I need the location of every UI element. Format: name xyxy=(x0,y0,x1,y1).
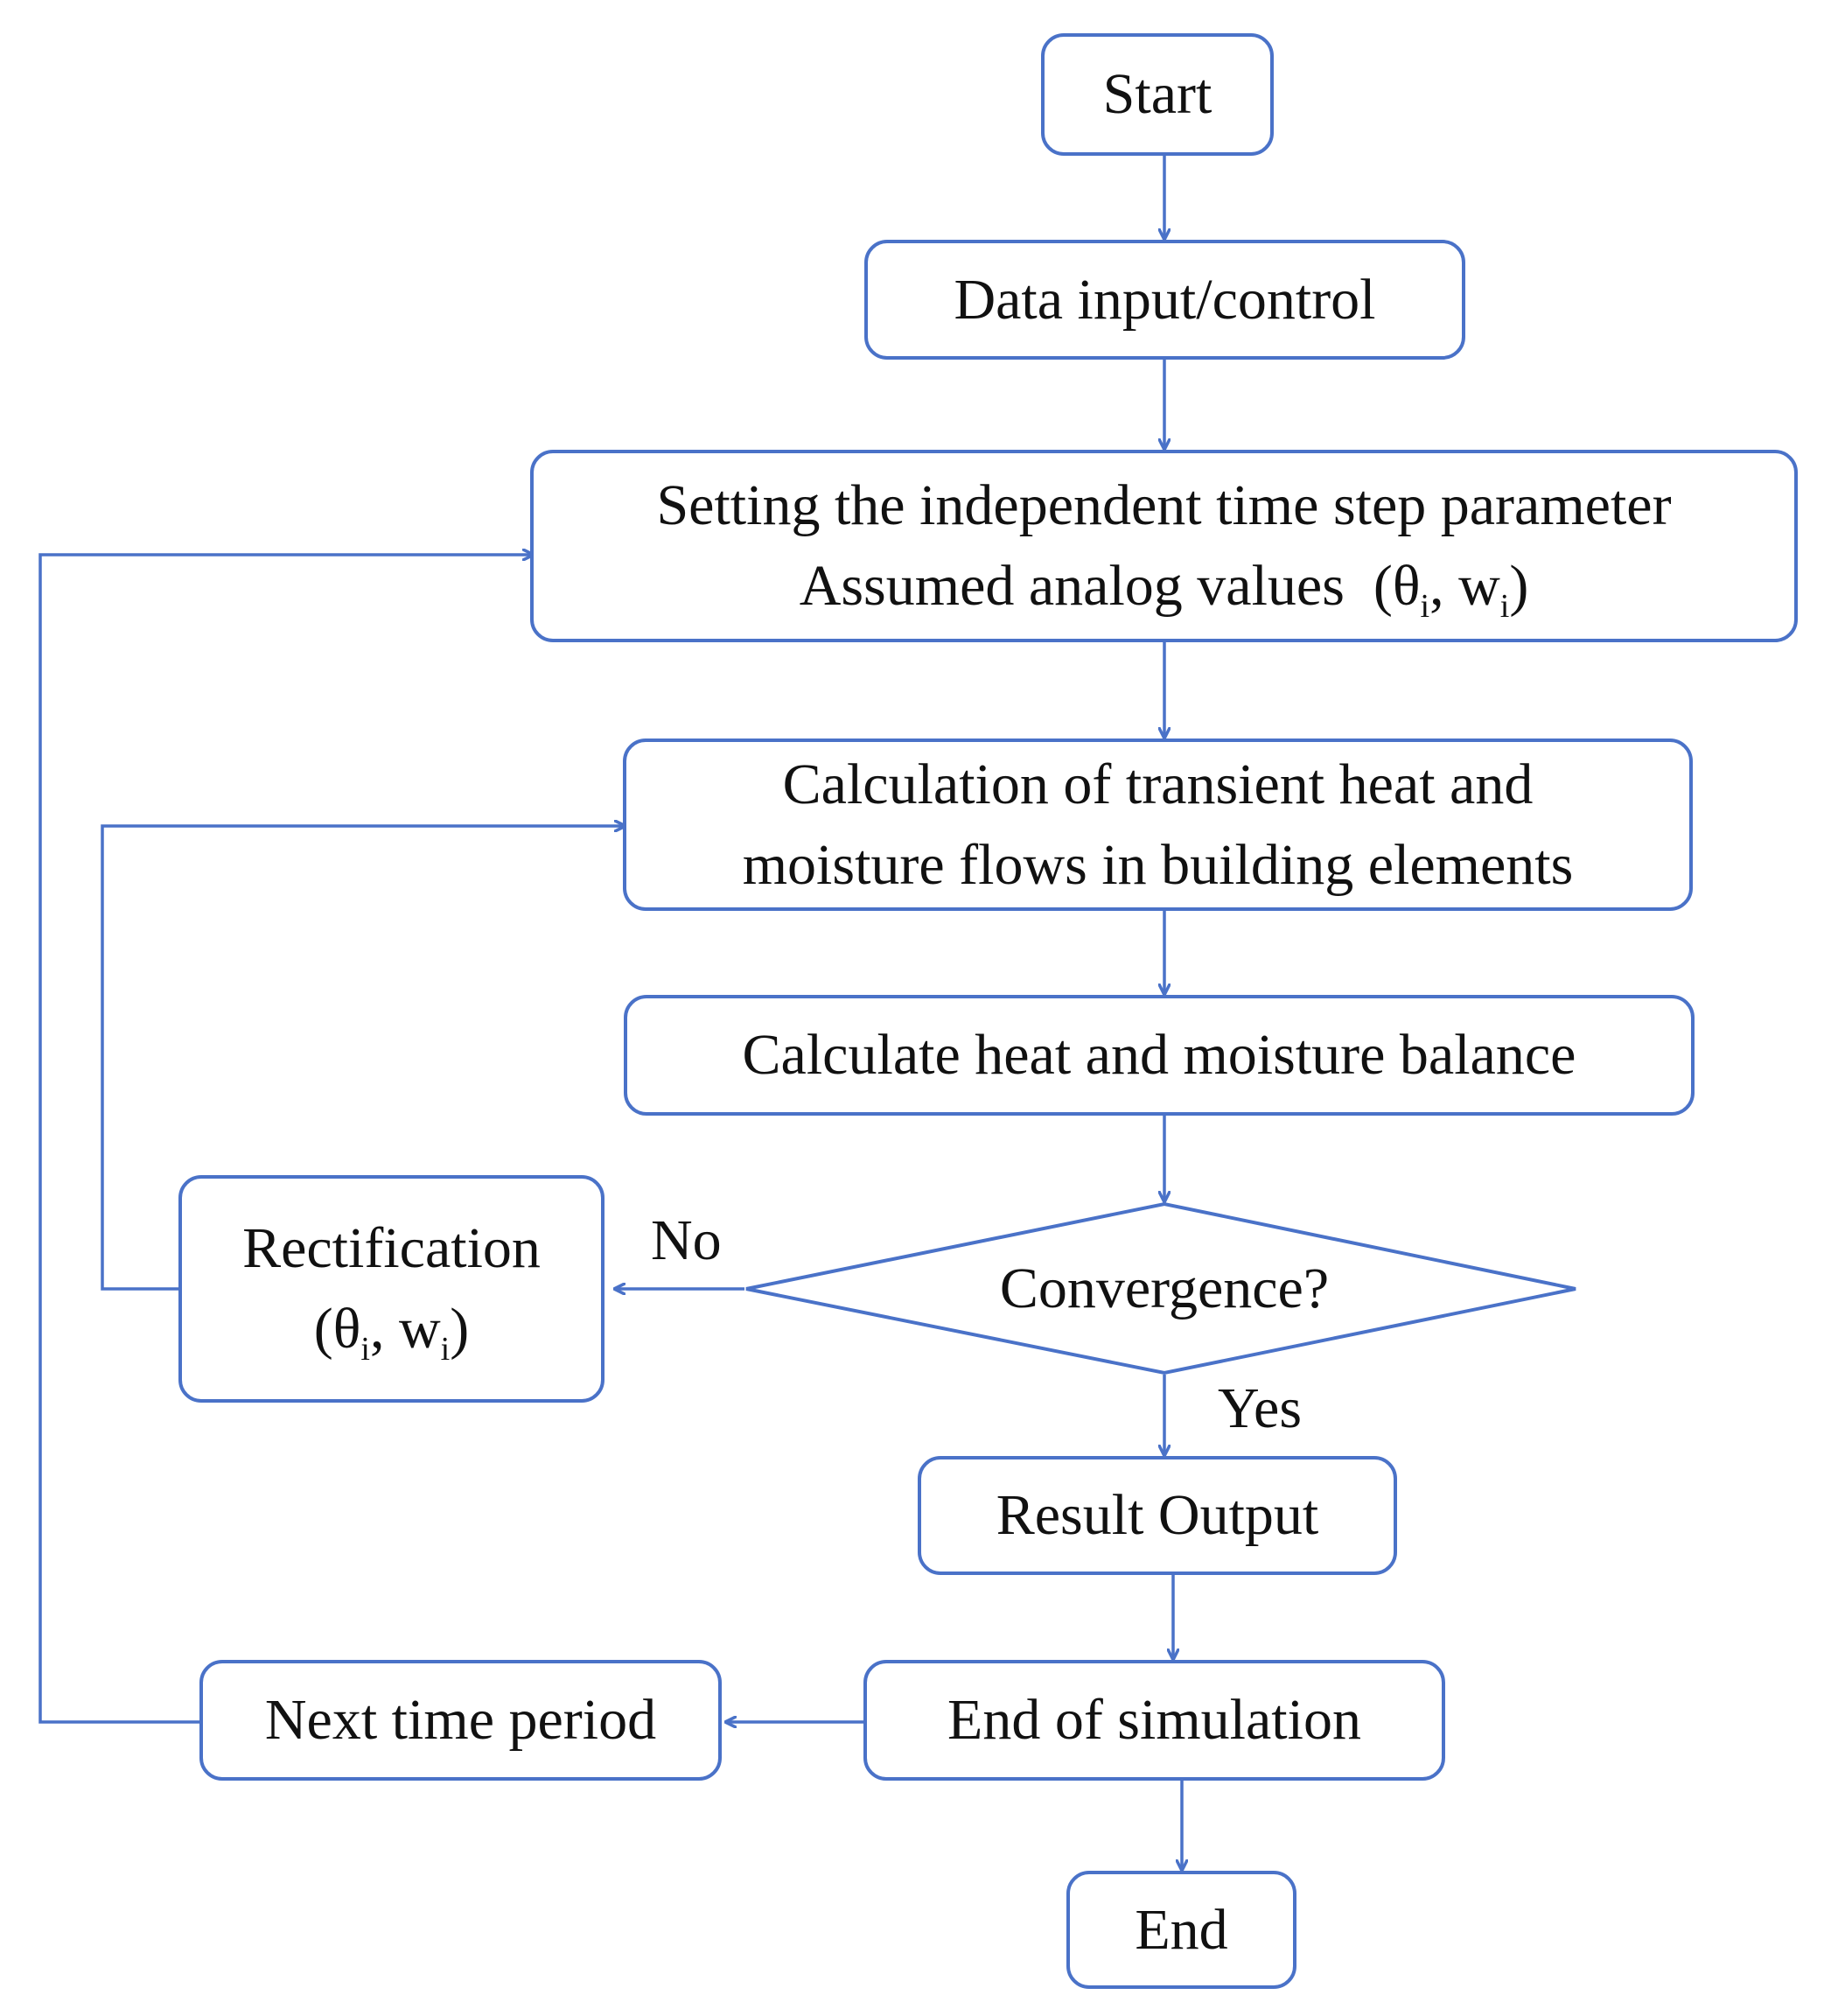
convergence-label: Convergence? xyxy=(999,1256,1330,1320)
result-output-label: Result Output xyxy=(996,1483,1319,1547)
data-input-label: Data input/control xyxy=(954,267,1376,332)
setting-line1: Setting the independent time step parame… xyxy=(656,473,1672,537)
rectification-node: Rectification (θi, wi) xyxy=(178,1175,605,1403)
start-node: Start xyxy=(1041,33,1274,156)
edge-label-no: No xyxy=(651,1208,722,1272)
setting-w-subscript: i xyxy=(1499,588,1510,625)
rectification-line2: (θi, wi) xyxy=(313,1297,470,1368)
setting-line2: Assumed analog values (θi, wi) xyxy=(799,554,1529,625)
next-time-period-node: Next time period xyxy=(199,1660,722,1781)
arrow-rectification-loop-to-calc-transient xyxy=(101,826,625,1291)
end-of-simulation-node: End of simulation xyxy=(863,1660,1445,1781)
rectification-line1: Rectification xyxy=(242,1216,541,1280)
end-label: End xyxy=(1135,1897,1228,1962)
calc-transient-line2: moisture flows in building elements xyxy=(742,832,1574,897)
rectification-w-subscript: i xyxy=(440,1331,451,1368)
result-output-node: Result Output xyxy=(918,1456,1397,1575)
end-of-simulation-label: End of simulation xyxy=(947,1688,1361,1752)
setting-line2-text: Assumed analog values xyxy=(799,554,1345,618)
calc-transient-node: Calculation of transient heat and moistu… xyxy=(623,738,1693,911)
setting-w-symbol: w xyxy=(1458,554,1500,618)
next-time-period-label: Next time period xyxy=(264,1688,657,1752)
arrow-next-period-loop-to-setting xyxy=(38,555,534,1724)
setting-time-step-node: Setting the independent time step parame… xyxy=(530,450,1798,642)
calc-balance-label: Calculate heat and moisture balance xyxy=(742,1023,1576,1087)
setting-theta-symbol: θ xyxy=(1392,554,1421,618)
convergence-diamond xyxy=(745,1201,1576,1376)
rectification-theta-symbol: θ xyxy=(332,1297,361,1361)
calc-balance-node: Calculate heat and moisture balance xyxy=(624,995,1695,1116)
start-label: Start xyxy=(1102,62,1213,126)
edge-label-yes: Yes xyxy=(1218,1376,1303,1440)
end-node: End xyxy=(1066,1871,1296,1989)
rectification-w-symbol: w xyxy=(398,1297,441,1361)
calc-transient-line1: Calculation of transient heat and xyxy=(782,752,1534,816)
setting-theta-subscript: i xyxy=(1420,588,1430,625)
rectification-theta-subscript: i xyxy=(360,1331,370,1368)
data-input-node: Data input/control xyxy=(864,240,1465,360)
